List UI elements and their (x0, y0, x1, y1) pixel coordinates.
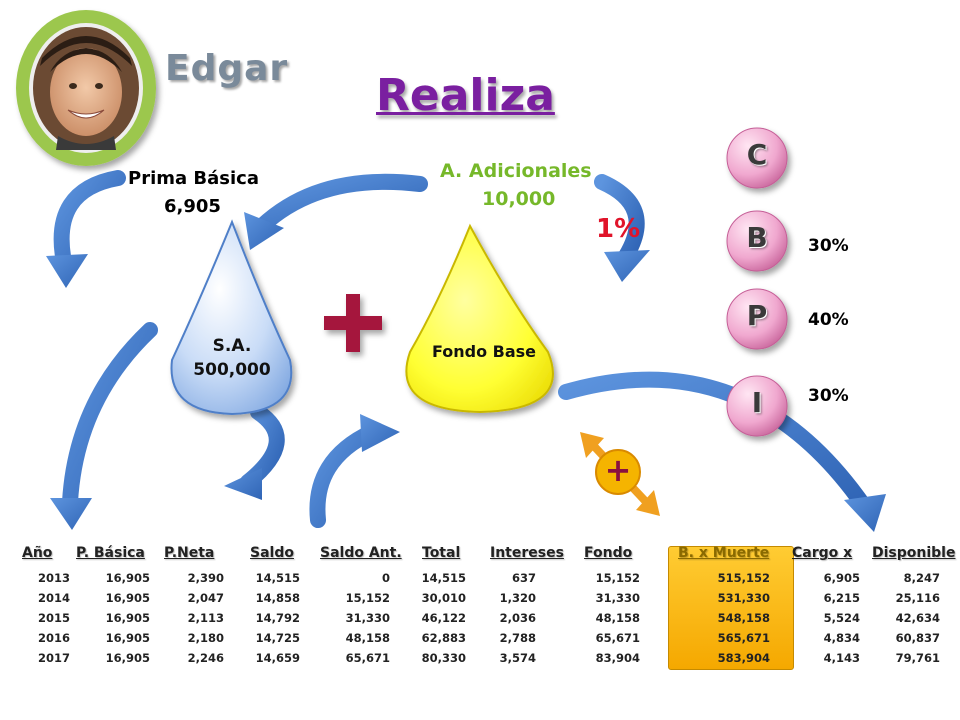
cell-p-basica: 16,905 (105, 631, 150, 645)
cell-saldo-ant: 65,671 (345, 651, 390, 665)
col-header-intereses: Intereses (490, 545, 564, 561)
cell-b-x-muerte: 583,904 (717, 651, 770, 665)
cell-b-x-muerte: 565,671 (717, 631, 770, 645)
cell-saldo-ant: 0 (381, 571, 390, 585)
sa-value: 500,000 (193, 360, 271, 380)
adicionales-value: 10,000 (482, 188, 556, 210)
sa-drop (170, 219, 293, 416)
cell-disponible: 8,247 (903, 571, 940, 585)
col-header-anio: Año (22, 545, 53, 561)
cell-total: 46,122 (421, 611, 466, 625)
small-plus-symbol: + (604, 451, 632, 489)
cell-fondo: 83,904 (595, 651, 640, 665)
cell-saldo-ant: 31,330 (345, 611, 390, 625)
cell-b-x-muerte: 531,330 (717, 591, 770, 605)
page-title: Realiza (376, 70, 555, 121)
cell-total: 30,010 (421, 591, 466, 605)
cell-fondo: 31,330 (595, 591, 640, 605)
cell-saldo: 14,725 (255, 631, 300, 645)
avatar (16, 10, 156, 166)
cell-b-x-muerte: 515,152 (717, 571, 770, 585)
letter-i: I (751, 386, 763, 419)
col-header-p-basica: P. Básica (76, 545, 145, 561)
cell-total: 14,515 (421, 571, 466, 585)
cell-disponible: 60,837 (895, 631, 940, 645)
cell-disponible: 42,634 (895, 611, 940, 625)
col-header-saldo: Saldo (250, 545, 294, 561)
cell-p-basica: 16,905 (105, 611, 150, 625)
cell-anio: 2016 (37, 631, 70, 645)
prima-basica-value: 6,905 (164, 196, 221, 217)
cell-p-neta: 2,113 (187, 611, 224, 625)
cell-p-neta: 2,390 (187, 571, 224, 585)
cell-cargo-x: 4,143 (823, 651, 860, 665)
cell-saldo: 14,792 (255, 611, 300, 625)
cell-anio: 2015 (37, 611, 70, 625)
small-plus-connector (580, 432, 660, 516)
cell-anio: 2013 (37, 571, 70, 585)
cell-p-basica: 16,905 (105, 651, 150, 665)
col-header-fondo: Fondo (584, 545, 633, 561)
cell-p-basica: 16,905 (105, 591, 150, 605)
highlight-column (668, 546, 794, 670)
letter-p: P (746, 299, 768, 332)
cell-disponible: 25,116 (895, 591, 940, 605)
percent-p: 40% (808, 310, 849, 330)
col-header-b-x-muerte: B. x Muerte (678, 545, 770, 561)
percent-i: 30% (808, 386, 849, 406)
cell-saldo: 14,515 (255, 571, 300, 585)
adicionales-percent: 1% (596, 214, 641, 244)
letter-c: C (746, 138, 768, 171)
cell-p-neta: 2,180 (187, 631, 224, 645)
cell-total: 62,883 (421, 631, 466, 645)
sa-label: S.A. (212, 336, 252, 356)
col-header-disponible: Disponible (872, 545, 956, 561)
cell-fondo: 15,152 (595, 571, 640, 585)
cell-saldo-ant: 15,152 (345, 591, 390, 605)
cell-saldo-ant: 48,158 (345, 631, 390, 645)
cell-anio: 2017 (37, 651, 70, 665)
cell-intereses: 1,320 (499, 591, 536, 605)
col-header-saldo-ant: Saldo Ant. (320, 545, 402, 561)
cell-fondo: 48,158 (595, 611, 640, 625)
letter-balls (726, 127, 788, 437)
cell-anio: 2014 (37, 591, 70, 605)
fondo-drop (405, 223, 554, 414)
cell-b-x-muerte: 548,158 (717, 611, 770, 625)
cell-cargo-x: 6,215 (823, 591, 860, 605)
person-name: Edgar (165, 48, 289, 89)
percent-b: 30% (808, 236, 849, 256)
cell-p-basica: 16,905 (105, 571, 150, 585)
cell-total: 80,330 (421, 651, 466, 665)
adicionales-label: A. Adicionales (440, 160, 592, 182)
cell-p-neta: 2,047 (187, 591, 224, 605)
col-header-total: Total (422, 545, 461, 561)
fondo-label: Fondo Base (431, 342, 537, 361)
cell-intereses: 3,574 (499, 651, 536, 665)
cell-intereses: 2,036 (499, 611, 536, 625)
letter-b: B (746, 221, 768, 254)
plus-sign (324, 294, 382, 352)
cell-cargo-x: 4,834 (823, 631, 860, 645)
col-header-cargo-x: Cargo x (792, 545, 853, 561)
cell-cargo-x: 6,905 (823, 571, 860, 585)
col-header-p-neta: P.Neta (164, 545, 215, 561)
cell-p-neta: 2,246 (187, 651, 224, 665)
prima-basica-label: Prima Básica (128, 168, 259, 189)
cell-saldo: 14,659 (255, 651, 300, 665)
cell-intereses: 637 (511, 571, 536, 585)
cell-cargo-x: 5,524 (823, 611, 860, 625)
cell-saldo: 14,858 (255, 591, 300, 605)
cell-intereses: 2,788 (499, 631, 536, 645)
cell-disponible: 79,761 (895, 651, 940, 665)
arrow-heads (46, 212, 886, 532)
cell-fondo: 65,671 (595, 631, 640, 645)
